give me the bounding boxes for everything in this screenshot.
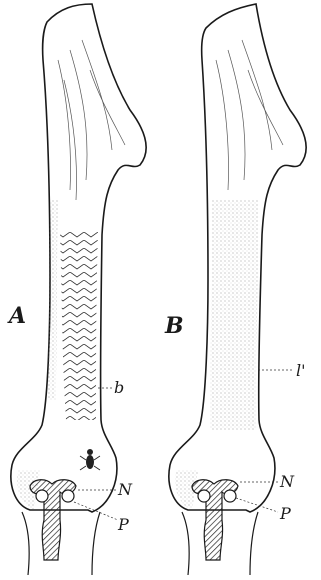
panel-a-label: A xyxy=(7,303,26,329)
petal-a-hair-band xyxy=(60,230,98,420)
panel-b-label: B xyxy=(164,313,184,339)
label-p-b: P xyxy=(279,504,291,523)
nectary-b xyxy=(192,480,238,560)
petal-b-claw-stipple xyxy=(210,200,258,430)
nectary-a xyxy=(30,480,76,560)
label-p-a: P xyxy=(117,515,129,534)
label-n-b: N xyxy=(279,472,295,491)
label-b: b xyxy=(114,378,124,397)
petal-a-stalk-walls xyxy=(22,512,100,575)
petal-a-shading xyxy=(48,200,58,400)
panel-b: B l' N P xyxy=(164,4,306,575)
panel-a: A b N P xyxy=(7,4,146,575)
label-n-a: N xyxy=(117,480,133,499)
label-l-prime: l' xyxy=(296,361,306,380)
